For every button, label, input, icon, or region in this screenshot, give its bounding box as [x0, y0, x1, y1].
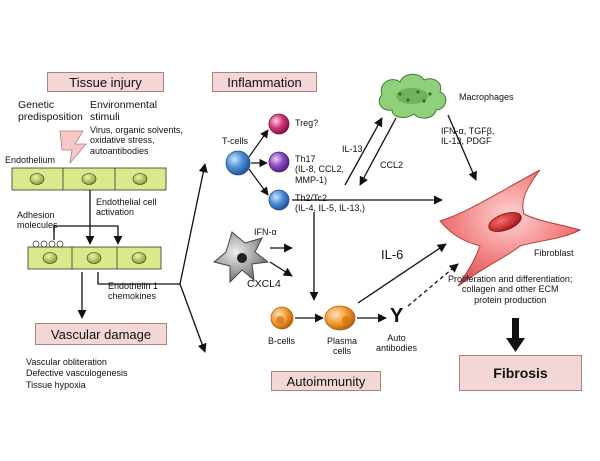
endothelin-label: Endothelin 1 chemokines [108, 281, 159, 302]
il13-label: IL-13 [342, 144, 363, 154]
adhesion-molecules-label: Adhesion molecules [17, 210, 58, 231]
endothelium-top-row [11, 167, 167, 191]
y-antibody-icon: Y [390, 305, 404, 327]
plasma-cell-nucleus [342, 316, 350, 324]
fibrosis-arrow [506, 318, 525, 352]
ccl2-label: CCL2 [380, 160, 404, 170]
ifn-alpha-label: IFN-α [254, 227, 277, 237]
th2-label: Th2/Tc2 (IL-4, IL-5, IL-13,) [295, 193, 366, 214]
treg-cell-icon [268, 113, 290, 135]
macrophage-factors-label: IFN-α, TGFβ, IL-13, PDGF [441, 126, 495, 147]
t-cell-arrows [248, 129, 269, 196]
b-cell-nucleus [276, 316, 284, 324]
tissue-injury-box: Tissue injury [47, 72, 164, 92]
vascular-damage-box: Vascular damage [35, 323, 167, 345]
endothelial-activation-label: Endothelial cell activation [96, 197, 157, 218]
lightning-icon [59, 130, 87, 165]
plasma-cells-label: Plasma cells [327, 336, 358, 357]
fibroblast-spindle-icon [439, 169, 582, 287]
right-arrows [269, 114, 477, 323]
cxcl4-label: CXCL4 [247, 278, 281, 290]
fibrosis-box: Fibrosis [459, 355, 582, 391]
plasma-cell-icon [324, 305, 356, 331]
endothelium-bottom-row [27, 240, 162, 270]
il6-label: IL-6 [381, 247, 404, 262]
inflammation-box: Inflammation [212, 72, 317, 92]
b-cells-label: B-cells [268, 336, 296, 346]
endothelium-label: Endothelium [5, 155, 56, 165]
macrophage-cloud-icon [378, 73, 447, 119]
macrophages-label: Macrophages [459, 92, 514, 102]
treg-label: Treg? [295, 118, 319, 128]
environmental-stimuli-list: Virus, organic solvents, oxidative stres… [90, 125, 183, 156]
t-cell-icon [225, 150, 251, 176]
t-cells-label: T-cells [222, 136, 249, 146]
environmental-stimuli-label: Environmental stimuli [90, 99, 158, 124]
vascular-effects-list: Vascular obliteration Defective vasculog… [26, 357, 128, 390]
th2-cell-icon [268, 189, 290, 211]
fibroblast-label: Fibroblast [534, 248, 574, 258]
proliferation-label: Proliferation and differentiation; colla… [448, 274, 573, 305]
autoimmunity-box: Autoimmunity [271, 371, 381, 391]
genetic-predisposition-label: Genetic predisposition [18, 99, 83, 124]
dendritic-cell-icon [212, 231, 270, 284]
left-arrows [53, 163, 208, 353]
th17-cell-icon [268, 151, 290, 173]
auto-antibodies-label: Auto antibodies [376, 333, 418, 354]
th17-label: Th17 (IL-8, CCL2, MMP-1) [295, 154, 345, 185]
